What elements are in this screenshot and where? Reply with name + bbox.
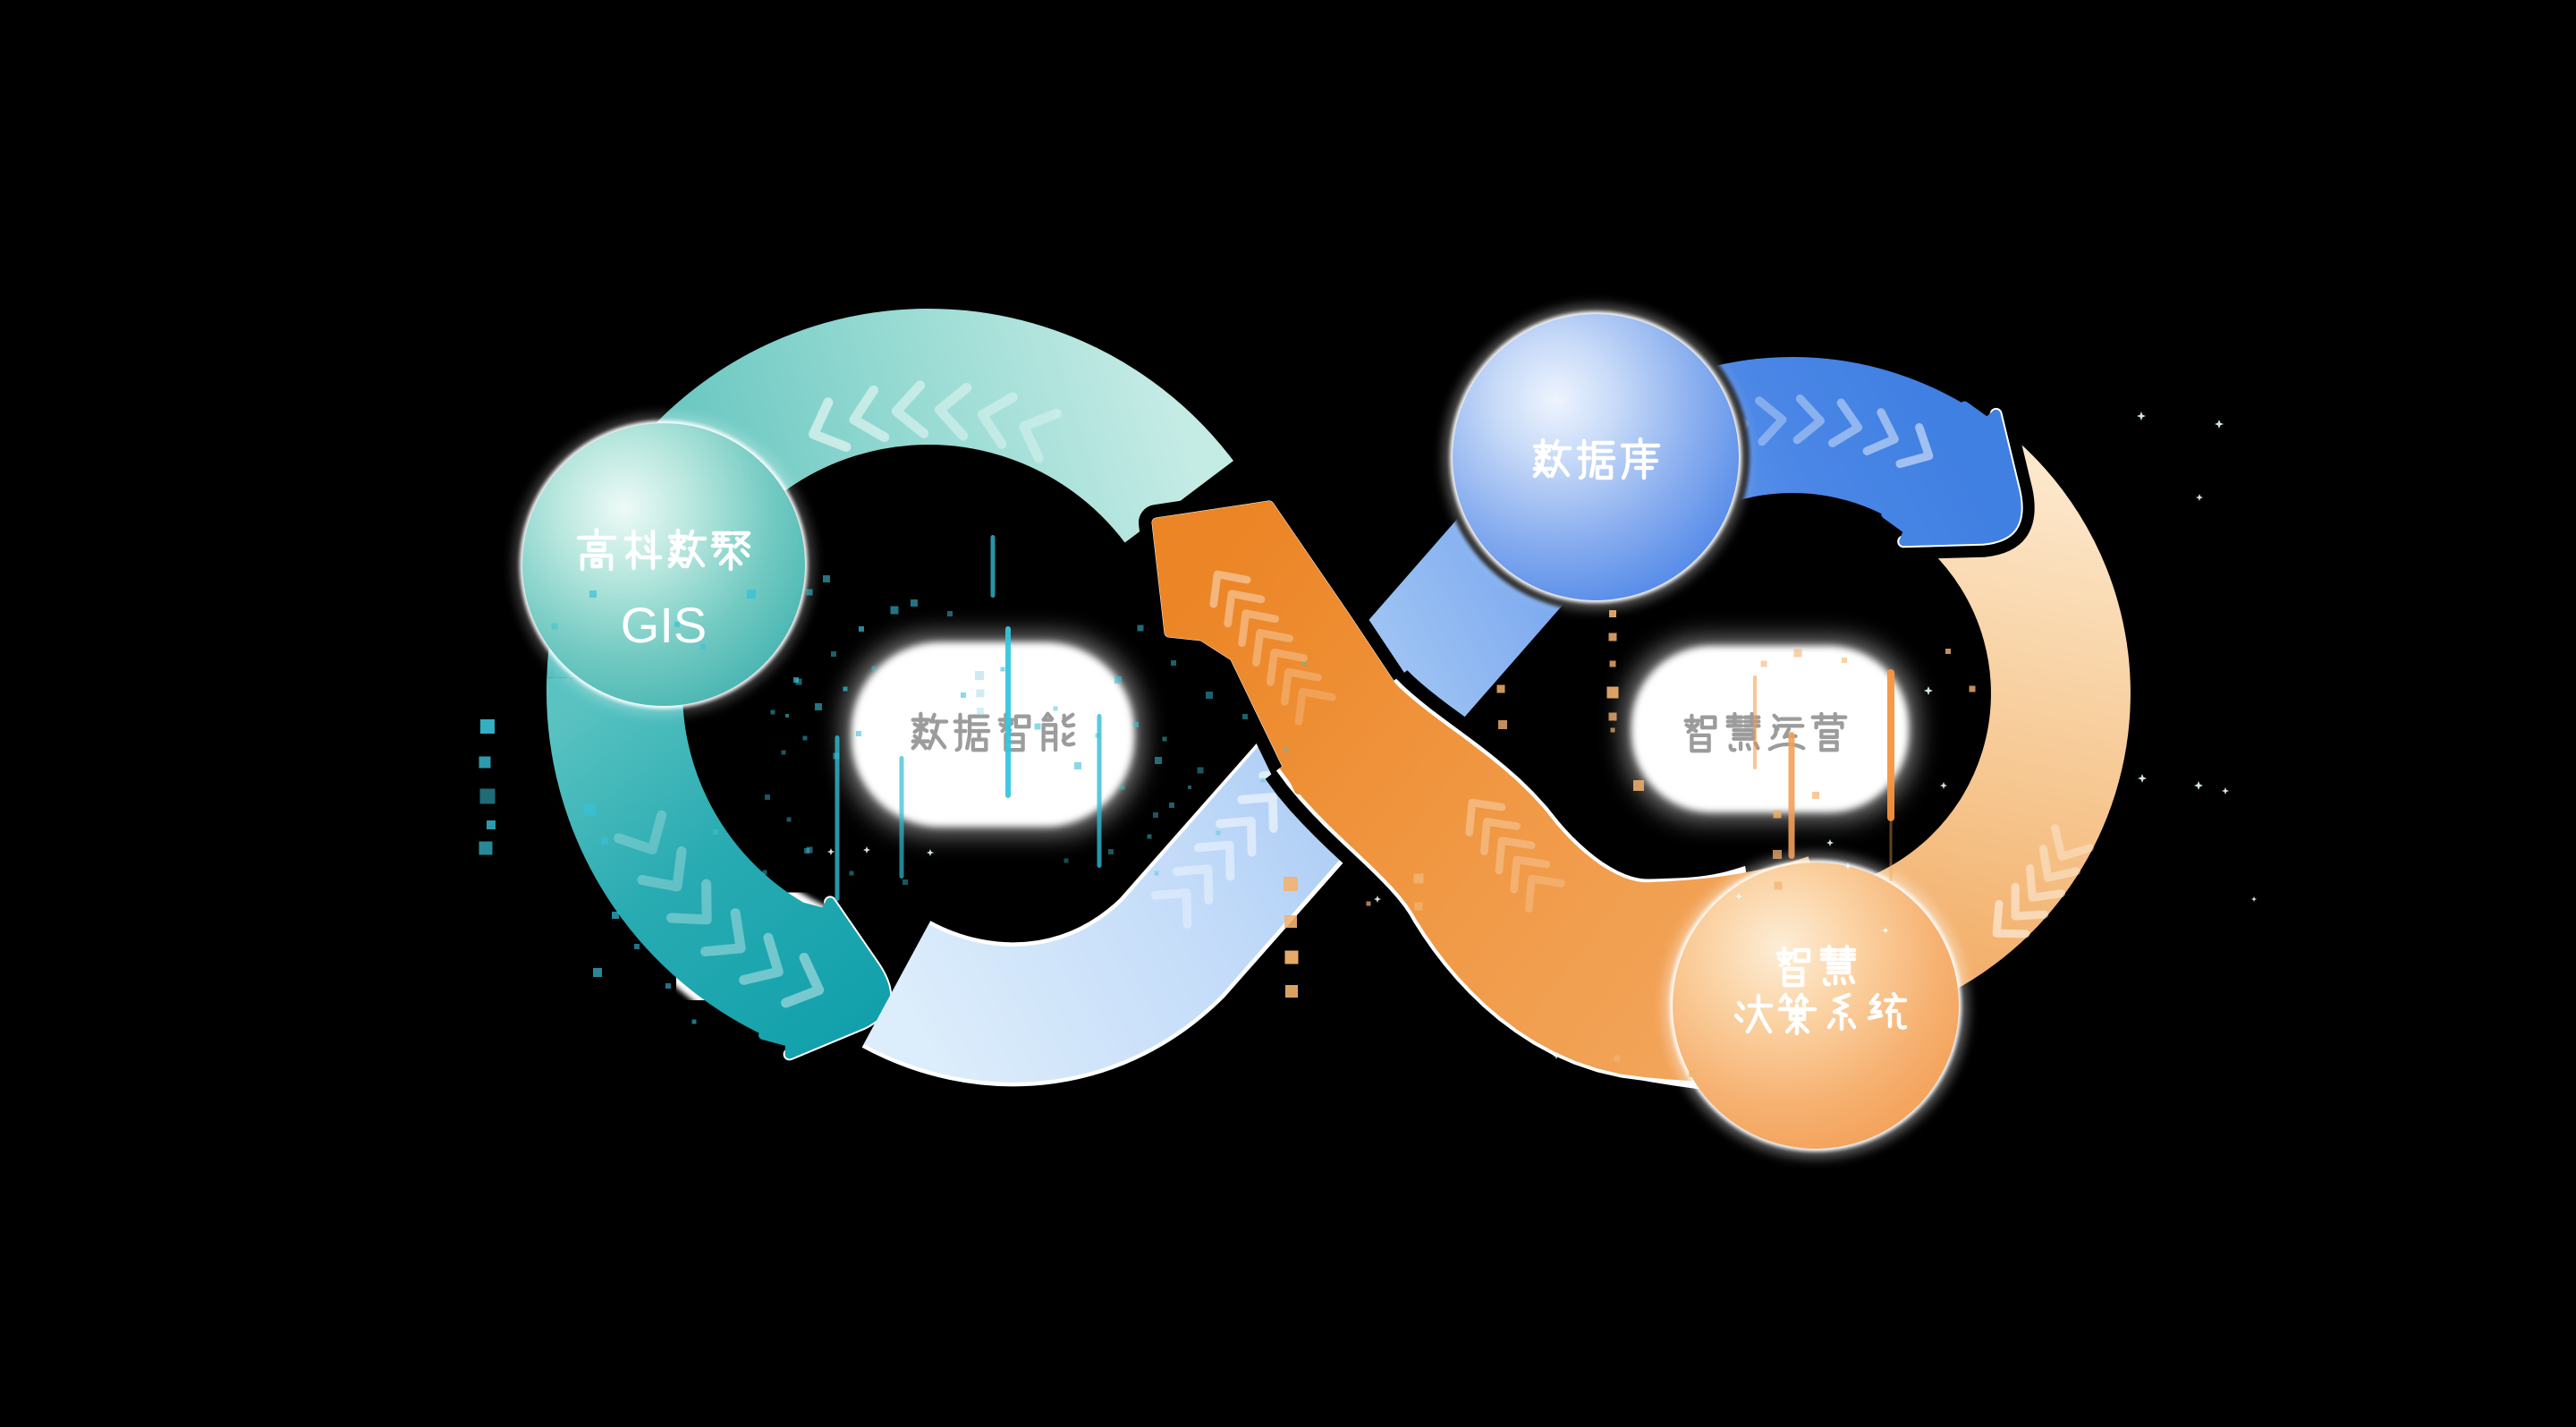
svg-text:GIS: GIS <box>621 597 707 653</box>
